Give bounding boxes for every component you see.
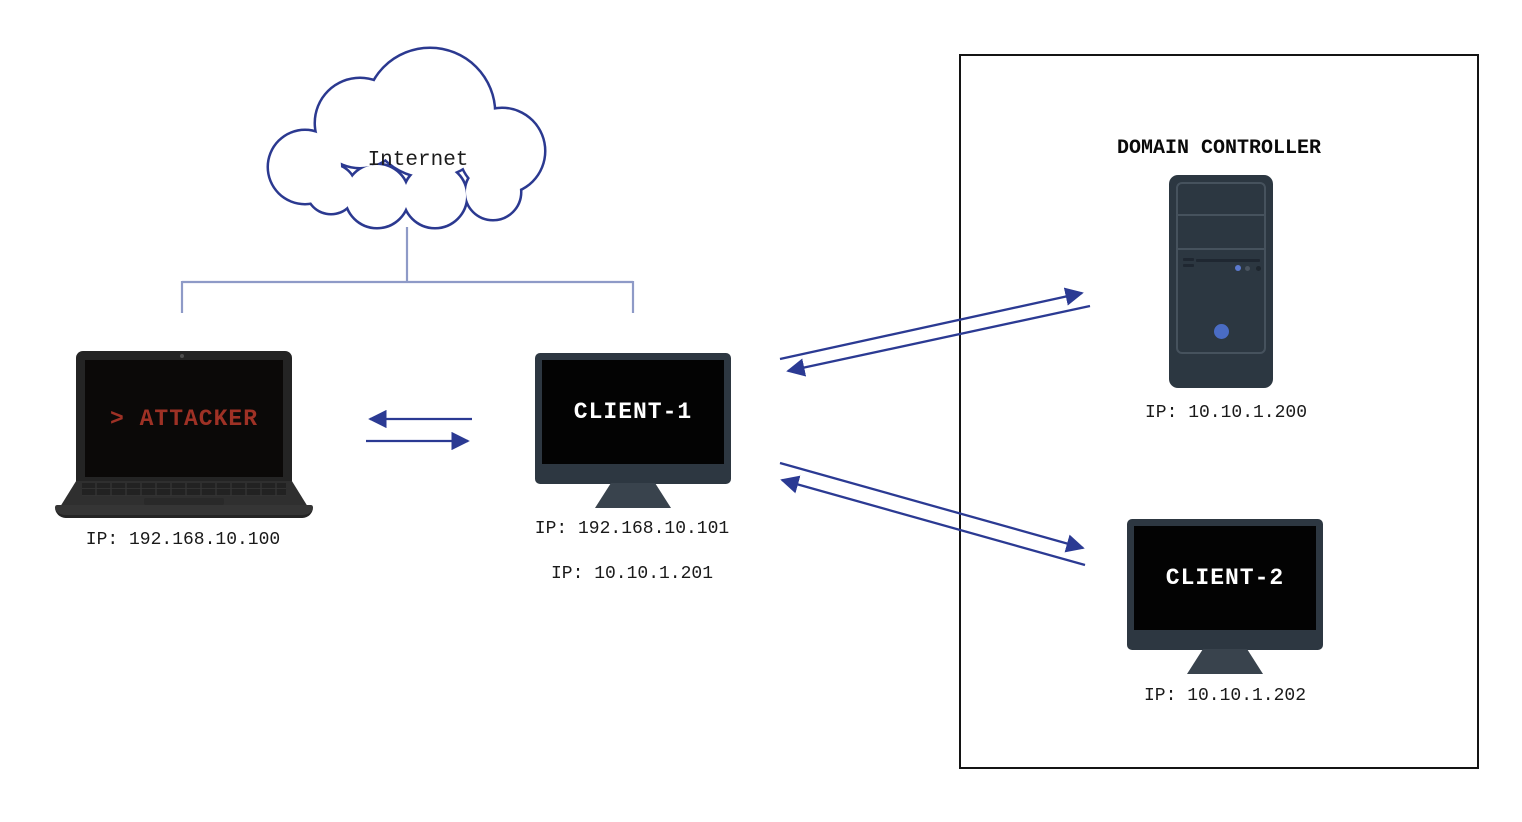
client2-screen-label: CLIENT-2	[1165, 565, 1285, 591]
server-led-dark-icon	[1256, 266, 1261, 271]
server-vent-icon	[1183, 264, 1194, 267]
server-panel-divider	[1176, 248, 1266, 250]
server-led-gray-icon	[1245, 266, 1250, 271]
client1-monitor-icon: CLIENT-1	[535, 353, 731, 484]
domain-controller-server-icon	[1169, 175, 1273, 388]
server-front-panel	[1176, 182, 1266, 354]
client1-ip-label-2: IP: 10.10.1.201	[550, 564, 714, 584]
laptop-base	[55, 505, 313, 518]
cloud-fill	[269, 49, 544, 227]
client2-screen: CLIENT-2	[1134, 526, 1316, 630]
attacker-ip-label: IP: 192.168.10.100	[85, 530, 281, 550]
domain-network-boundary-box	[959, 54, 1479, 769]
server-panel-divider	[1176, 214, 1266, 216]
client2-ip-label: IP: 10.10.1.202	[1143, 686, 1307, 706]
client1-screen-label: CLIENT-1	[573, 399, 693, 425]
client1-screen: CLIENT-1	[542, 360, 724, 464]
server-power-button-icon	[1214, 324, 1229, 339]
domain-controller-title: DOMAIN CONTROLLER	[1116, 137, 1322, 160]
webcam-dot-icon	[180, 354, 184, 358]
laptop-keyboard-icon	[82, 483, 286, 496]
client1-ip-label-1: IP: 192.168.10.101	[534, 519, 730, 539]
cloud-outline	[266, 46, 547, 230]
attacker-screen: > ATTACKER	[85, 360, 283, 477]
laptop-keyboard-deck	[60, 481, 308, 507]
laptop-touchpad-icon	[144, 498, 224, 505]
internet-cloud-icon: Internet	[266, 46, 547, 230]
server-led-blue-icon	[1235, 265, 1241, 271]
cloud-connector-lines	[180, 227, 635, 313]
server-drive-slot-icon	[1196, 259, 1260, 262]
client2-monitor-icon: CLIENT-2	[1127, 519, 1323, 650]
client1-monitor-stand	[595, 483, 671, 508]
server-vent-icon	[1183, 258, 1194, 261]
internet-label: Internet	[368, 149, 469, 172]
attacker-screen-label: > ATTACKER	[109, 405, 259, 432]
laptop-screen-bezel: > ATTACKER	[76, 351, 292, 481]
domain-controller-ip-label: IP: 10.10.1.200	[1144, 403, 1308, 423]
